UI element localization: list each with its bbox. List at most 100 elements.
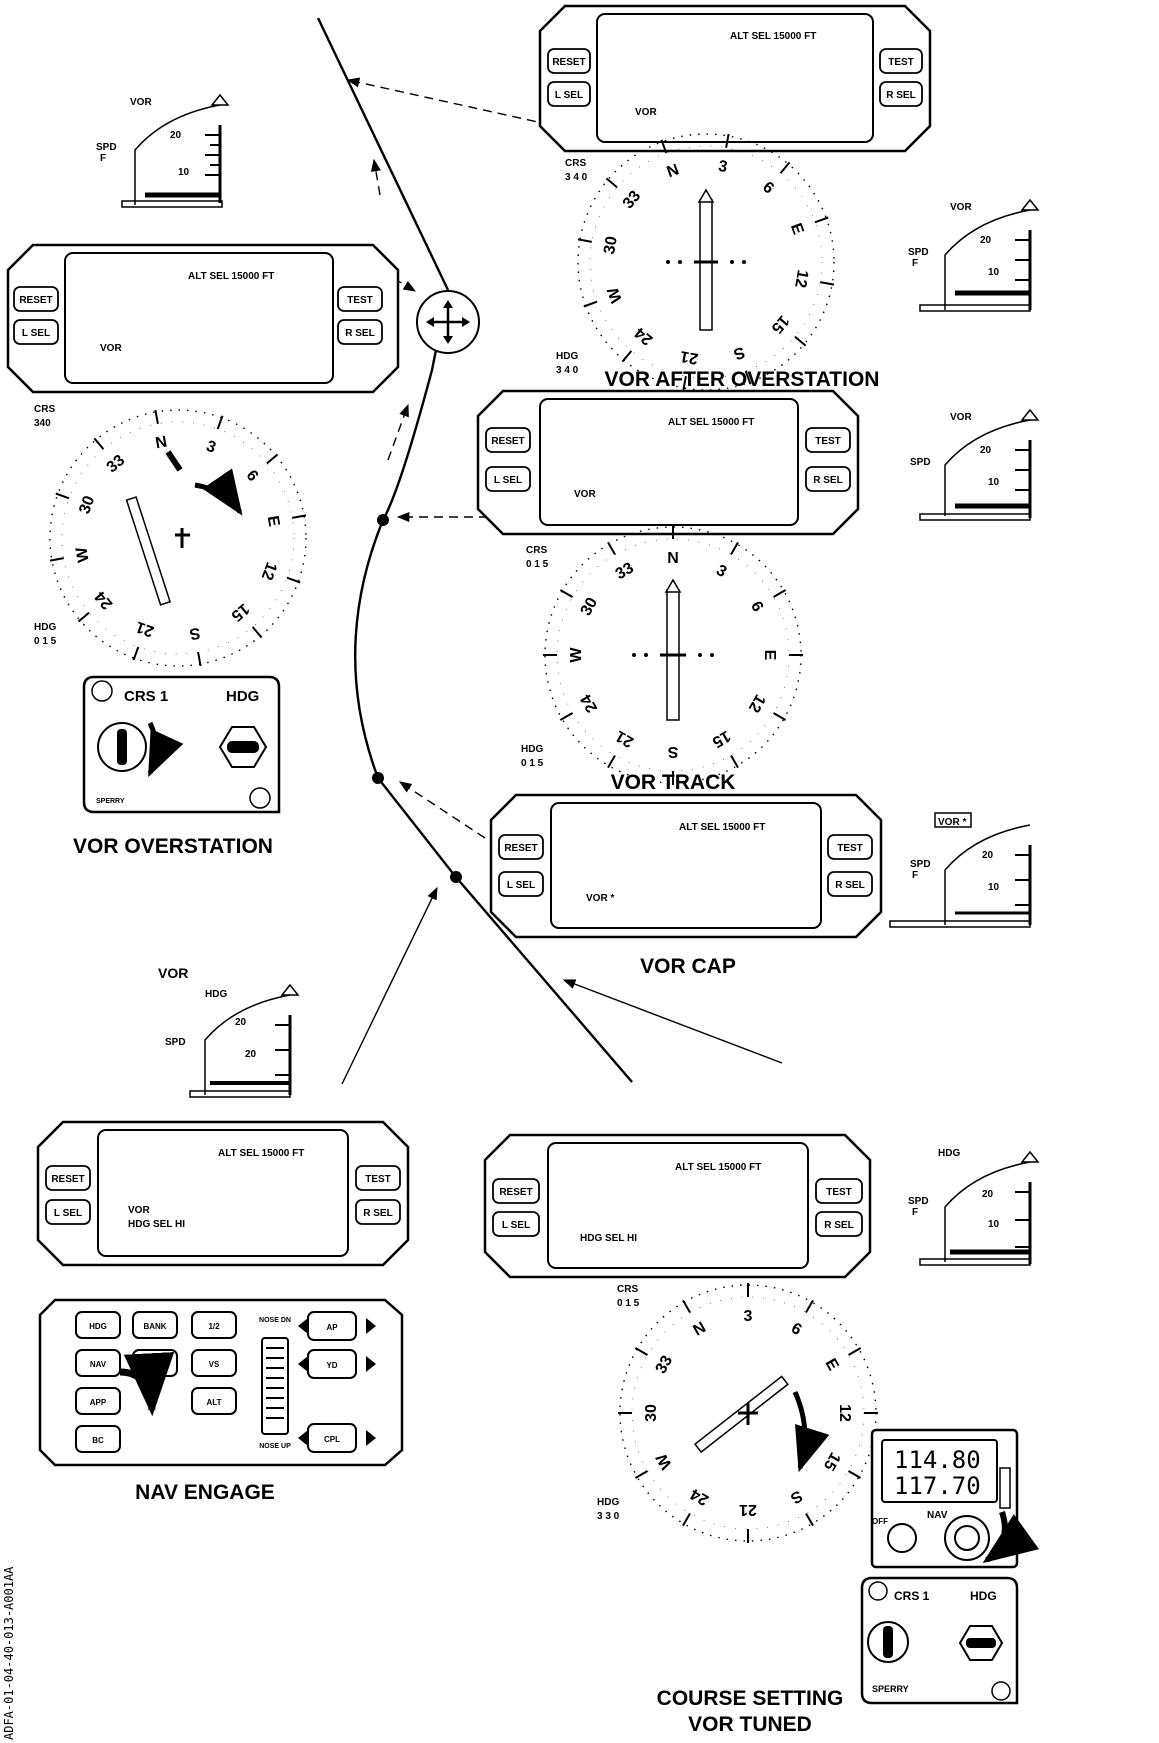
compass-label: 30 — [643, 1404, 660, 1422]
svg-text:ALT: ALT — [207, 1398, 222, 1407]
svg-text:ALT SEL 15000 FT: ALT SEL 15000 FT — [668, 417, 754, 428]
compass-tick — [606, 178, 617, 187]
compass-label: W — [73, 545, 93, 564]
svg-text:TEST: TEST — [365, 1174, 391, 1185]
svg-text:HDG: HDG — [34, 622, 56, 633]
svg-text:0 1 5: 0 1 5 — [617, 1298, 640, 1309]
adi-gauge-3: VOR SPD 20 10 — [910, 410, 1038, 520]
svg-text:ALT SEL 15000 FT: ALT SEL 15000 FT — [218, 1148, 304, 1159]
svg-text:R SEL: R SEL — [345, 328, 374, 339]
svg-text:20: 20 — [980, 235, 992, 246]
svg-text:20: 20 — [980, 445, 992, 456]
compass-tick — [849, 1471, 861, 1478]
compass-label: 12 — [745, 691, 769, 715]
compass-label: 33 — [104, 452, 129, 477]
caption-nav-engage: NAV ENGAGE — [135, 1481, 275, 1504]
adi-gauge-5: VOR HDG SPD 20 20 — [158, 965, 298, 1097]
compass-label: 12 — [258, 560, 280, 583]
svg-text:10: 10 — [988, 267, 1000, 278]
compass-tick — [731, 542, 738, 554]
svg-text:CRS: CRS — [526, 545, 547, 556]
svg-text:SPD: SPD — [910, 859, 931, 870]
adi-gauge-1: VOR SPD F 20 10 — [96, 95, 228, 207]
svg-text:VOR: VOR — [950, 202, 972, 213]
alt-sel-readout: ALT SEL 15000 FT — [730, 31, 816, 42]
compass-label: 3 — [713, 562, 729, 581]
svg-text:APP: APP — [90, 1398, 107, 1407]
compass-label: S — [731, 343, 747, 363]
svg-text:HDG: HDG — [970, 1589, 997, 1603]
svg-text:10: 10 — [988, 1219, 1000, 1230]
svg-text:20: 20 — [170, 130, 182, 141]
compass-label: W — [604, 284, 625, 305]
svg-text:L SEL: L SEL — [54, 1208, 82, 1219]
compass-tick — [560, 713, 572, 720]
svg-text:10: 10 — [988, 882, 1000, 893]
compass-label: N — [665, 161, 682, 181]
compass-tick — [50, 558, 64, 561]
compass-label: 30 — [76, 494, 98, 517]
svg-text:HDG: HDG — [521, 744, 543, 755]
display-unit-left: RESET L SEL TEST R SEL ALT SEL 15000 FT … — [8, 245, 398, 429]
svg-text:HDG: HDG — [938, 1148, 960, 1159]
compass-label: 24 — [578, 691, 602, 715]
nav-radio-panel: 114.80 117.70 NAV OFF — [872, 1430, 1017, 1567]
compass-label: 12 — [836, 1404, 853, 1422]
display-unit-track: RESET L SEL TEST R SEL ALT SEL 15000 FT … — [478, 391, 858, 570]
compass-tick — [198, 652, 201, 666]
compass-label: W — [653, 1450, 676, 1472]
svg-text:VOR: VOR — [130, 97, 152, 108]
svg-text:SPERRY: SPERRY — [96, 798, 125, 805]
compass-label: 24 — [92, 588, 117, 613]
compass-tick — [781, 162, 790, 173]
compass-label: 15 — [709, 727, 733, 751]
test-button: TEST — [888, 57, 914, 68]
svg-text:TEST: TEST — [815, 436, 841, 447]
svg-text:20: 20 — [982, 850, 994, 861]
compass-tick — [795, 337, 806, 346]
compass-label: 15 — [820, 1449, 844, 1473]
compass-label: 21 — [613, 727, 637, 751]
svg-text:SPD: SPD — [908, 1196, 929, 1207]
svg-text:SPD: SPD — [908, 247, 929, 258]
crs-value: 3 4 0 — [565, 172, 588, 183]
compass-label: E — [264, 515, 283, 529]
svg-text:OFF: OFF — [872, 1517, 888, 1526]
compass-tick — [806, 1300, 813, 1312]
caption-vor-cap: VOR CAP — [640, 955, 736, 978]
hsi-overstation: HDG 0 1 5 N36E1215S2124W3033 — [34, 410, 306, 666]
nav-standby-freq: 117.70 — [894, 1472, 981, 1500]
svg-text:NAV: NAV — [90, 1360, 107, 1369]
svg-text:SPERRY: SPERRY — [872, 1684, 909, 1694]
compass-label: S — [188, 624, 202, 643]
svg-text:F: F — [912, 1207, 918, 1218]
svg-text:VOR *: VOR * — [586, 893, 614, 904]
caption-vor-tuned: VOR TUNED — [688, 1713, 812, 1736]
rsel-button: R SEL — [886, 90, 915, 101]
svg-text:R SEL: R SEL — [824, 1220, 853, 1231]
compass-label: 6 — [243, 467, 262, 485]
nav-active-freq: 114.80 — [894, 1446, 981, 1474]
svg-text:R SEL: R SEL — [835, 880, 864, 891]
compass-tick — [608, 542, 615, 554]
svg-text:TEST: TEST — [826, 1187, 852, 1198]
compass-label: E — [822, 1356, 842, 1374]
svg-text:20: 20 — [245, 1049, 257, 1060]
svg-text:L SEL: L SEL — [507, 880, 535, 891]
compass-label: 21 — [134, 618, 157, 640]
svg-text:HDG: HDG — [597, 1497, 619, 1508]
compass-tick — [155, 410, 158, 424]
compass-label: 15 — [768, 312, 793, 337]
svg-text:20: 20 — [982, 1189, 994, 1200]
svg-text:RESET: RESET — [499, 1187, 532, 1198]
svg-text:F: F — [100, 153, 106, 164]
svg-text:CRS 1: CRS 1 — [124, 688, 168, 705]
compass-label: 3 — [717, 158, 729, 176]
compass-tick — [584, 302, 597, 307]
compass-tick — [134, 647, 139, 660]
compass-tick — [608, 756, 615, 768]
compass-tick — [683, 1300, 690, 1312]
svg-text:HDG: HDG — [205, 989, 227, 1000]
compass-label: E — [761, 650, 778, 661]
path-markers — [372, 291, 479, 883]
